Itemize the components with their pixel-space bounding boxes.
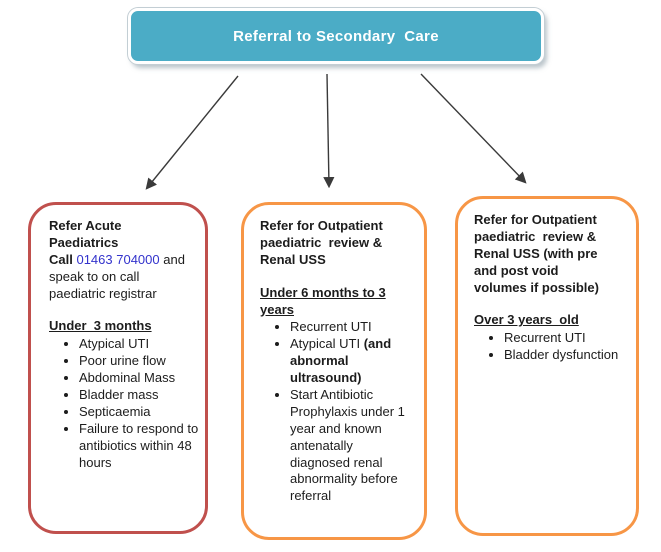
- list-item: Recurrent UTI: [504, 330, 629, 347]
- outpatient-under3-criteria-list: Recurrent UTI Atypical UTI (and abnormal…: [260, 319, 416, 505]
- box-outpatient-under-3: Refer for Outpatient paediatric review &…: [241, 202, 427, 540]
- list-item-text: Atypical UTI: [79, 336, 150, 352]
- list-item-text: Start Antibiotic Prophylaxis under 1 yea…: [290, 387, 405, 504]
- list-item-text: Bladder dysfunction: [504, 347, 619, 363]
- list-item: Recurrent UTI: [290, 319, 416, 336]
- list-item: Bladder dysfunction: [504, 347, 629, 364]
- box-outpatient-over-3: Refer for Outpatient paediatric review &…: [455, 196, 639, 536]
- list-item: Atypical UTI (and abnormal ultrasound): [290, 336, 416, 387]
- phone-number: 01463 704000: [76, 251, 160, 267]
- subheading-under-3-months: Under 3 months: [49, 318, 152, 334]
- list-item-bold-text: (and abnormal ultrasound): [290, 336, 392, 386]
- list-item-text: Septicaemia: [79, 403, 151, 419]
- call-label: Call: [49, 251, 73, 267]
- box-outpatient-under3-title: Refer for Outpatient paediatric review &…: [260, 218, 383, 267]
- call-suffix: and speak to on call paediatric registra…: [49, 251, 185, 301]
- box-outpatient-over3-title: Refer for Outpatient paediatric review &…: [474, 212, 599, 295]
- list-item-text: Atypical UTI: [290, 336, 364, 352]
- header-box: Referral to Secondary Care: [128, 8, 544, 64]
- box-acute-paediatrics: Refer Acute Paediatrics Call 01463 70400…: [28, 202, 208, 534]
- list-item-text: Abdominal Mass: [79, 370, 176, 386]
- page-title: Referral to Secondary Care: [233, 27, 439, 45]
- list-item-text: Failure to respond to antibiotics within…: [79, 420, 199, 470]
- call-instruction: Call 01463 704000 and speak to on call p…: [49, 252, 193, 303]
- list-item: Bladder mass: [79, 387, 201, 404]
- subheading-over-3-years: Over 3 years old: [474, 312, 579, 328]
- list-item: Start Antibiotic Prophylaxis under 1 yea…: [290, 387, 416, 505]
- list-item: Septicaemia: [79, 404, 201, 421]
- list-item-text: Bladder mass: [79, 387, 159, 403]
- list-item-text: Recurrent UTI: [290, 319, 372, 335]
- arrow-to-outpatient-over-3: [420, 73, 527, 184]
- list-item: Failure to respond to antibiotics within…: [79, 421, 201, 472]
- outpatient-over3-criteria-list: Recurrent UTI Bladder dysfunction: [474, 330, 629, 364]
- list-item-text: Recurrent UTI: [504, 330, 586, 346]
- subheading-under-6m-to-3y: Under 6 months to 3 years: [260, 284, 386, 317]
- list-item: Abdominal Mass: [79, 370, 201, 387]
- arrow-to-outpatient-under-3: [323, 73, 335, 189]
- arrow-to-acute-paediatrics: [145, 75, 239, 190]
- list-item-text: Poor urine flow: [79, 353, 166, 369]
- list-item: Poor urine flow: [79, 353, 201, 370]
- box-acute-title: Refer Acute Paediatrics: [49, 218, 122, 250]
- acute-criteria-list: Atypical UTI Poor urine flow Abdominal M…: [49, 336, 201, 471]
- list-item: Atypical UTI: [79, 336, 201, 353]
